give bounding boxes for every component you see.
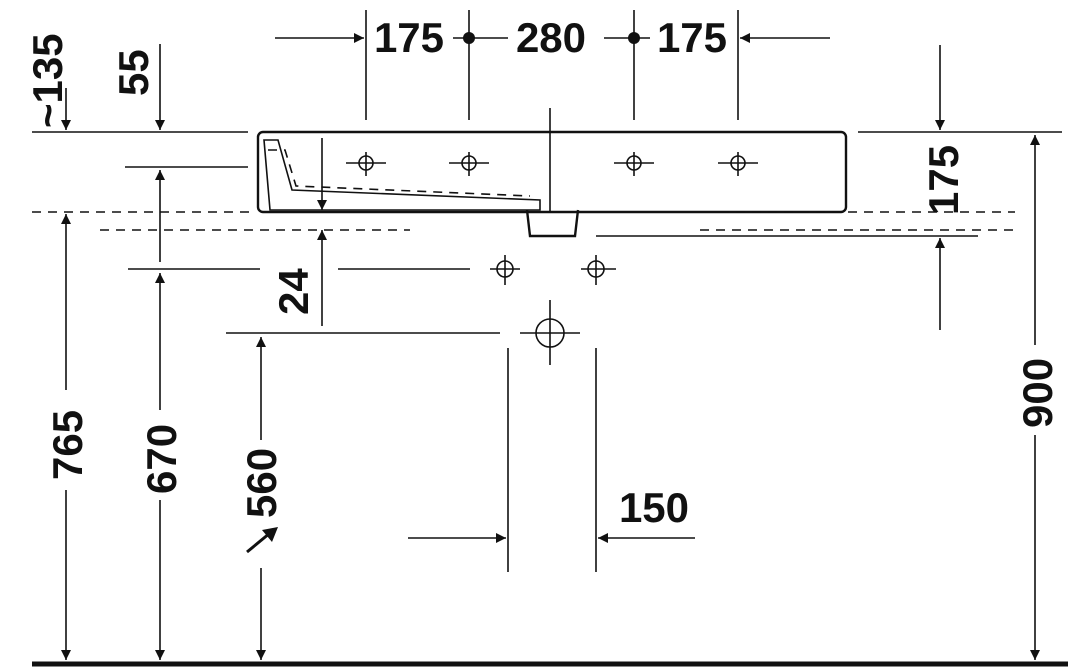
dim-label-top-spacing-center: 280 xyxy=(516,14,586,61)
dim-label-basin-height: 175 xyxy=(920,145,967,215)
tap-hole-2 xyxy=(449,152,489,176)
dim-dot-right xyxy=(628,32,640,44)
dim-label-height-765: 765 xyxy=(44,410,91,480)
waste-pipe-point xyxy=(520,300,580,365)
dim-label-height-900: 900 xyxy=(1014,358,1061,428)
dim-label-top-spacing-left: 175 xyxy=(374,14,444,61)
basin-inner-contour xyxy=(263,139,541,211)
tap-hole-3 xyxy=(614,152,654,176)
waste-outlet xyxy=(525,209,580,238)
tap-hole-4 xyxy=(718,152,758,176)
dim-label-height-560: 560 xyxy=(238,448,285,518)
tap-hole-1 xyxy=(346,152,386,176)
dim-label-overflow-offset: 24 xyxy=(270,268,317,315)
dim-dot-left xyxy=(463,32,475,44)
diagonal-arrow-icon xyxy=(246,527,278,554)
basin-outline xyxy=(256,130,848,214)
dim-label-top-spacing-right: 175 xyxy=(657,14,727,61)
connection-point-right xyxy=(581,255,616,285)
basin-inner-dashed xyxy=(268,149,531,197)
connection-point-left xyxy=(490,255,520,285)
dim-label-approx-top: ~135 xyxy=(24,33,71,128)
dim-label-waste-width: 150 xyxy=(619,484,689,531)
dim-label-height-670: 670 xyxy=(138,424,185,494)
dim-label-top-offset: 55 xyxy=(110,49,157,96)
